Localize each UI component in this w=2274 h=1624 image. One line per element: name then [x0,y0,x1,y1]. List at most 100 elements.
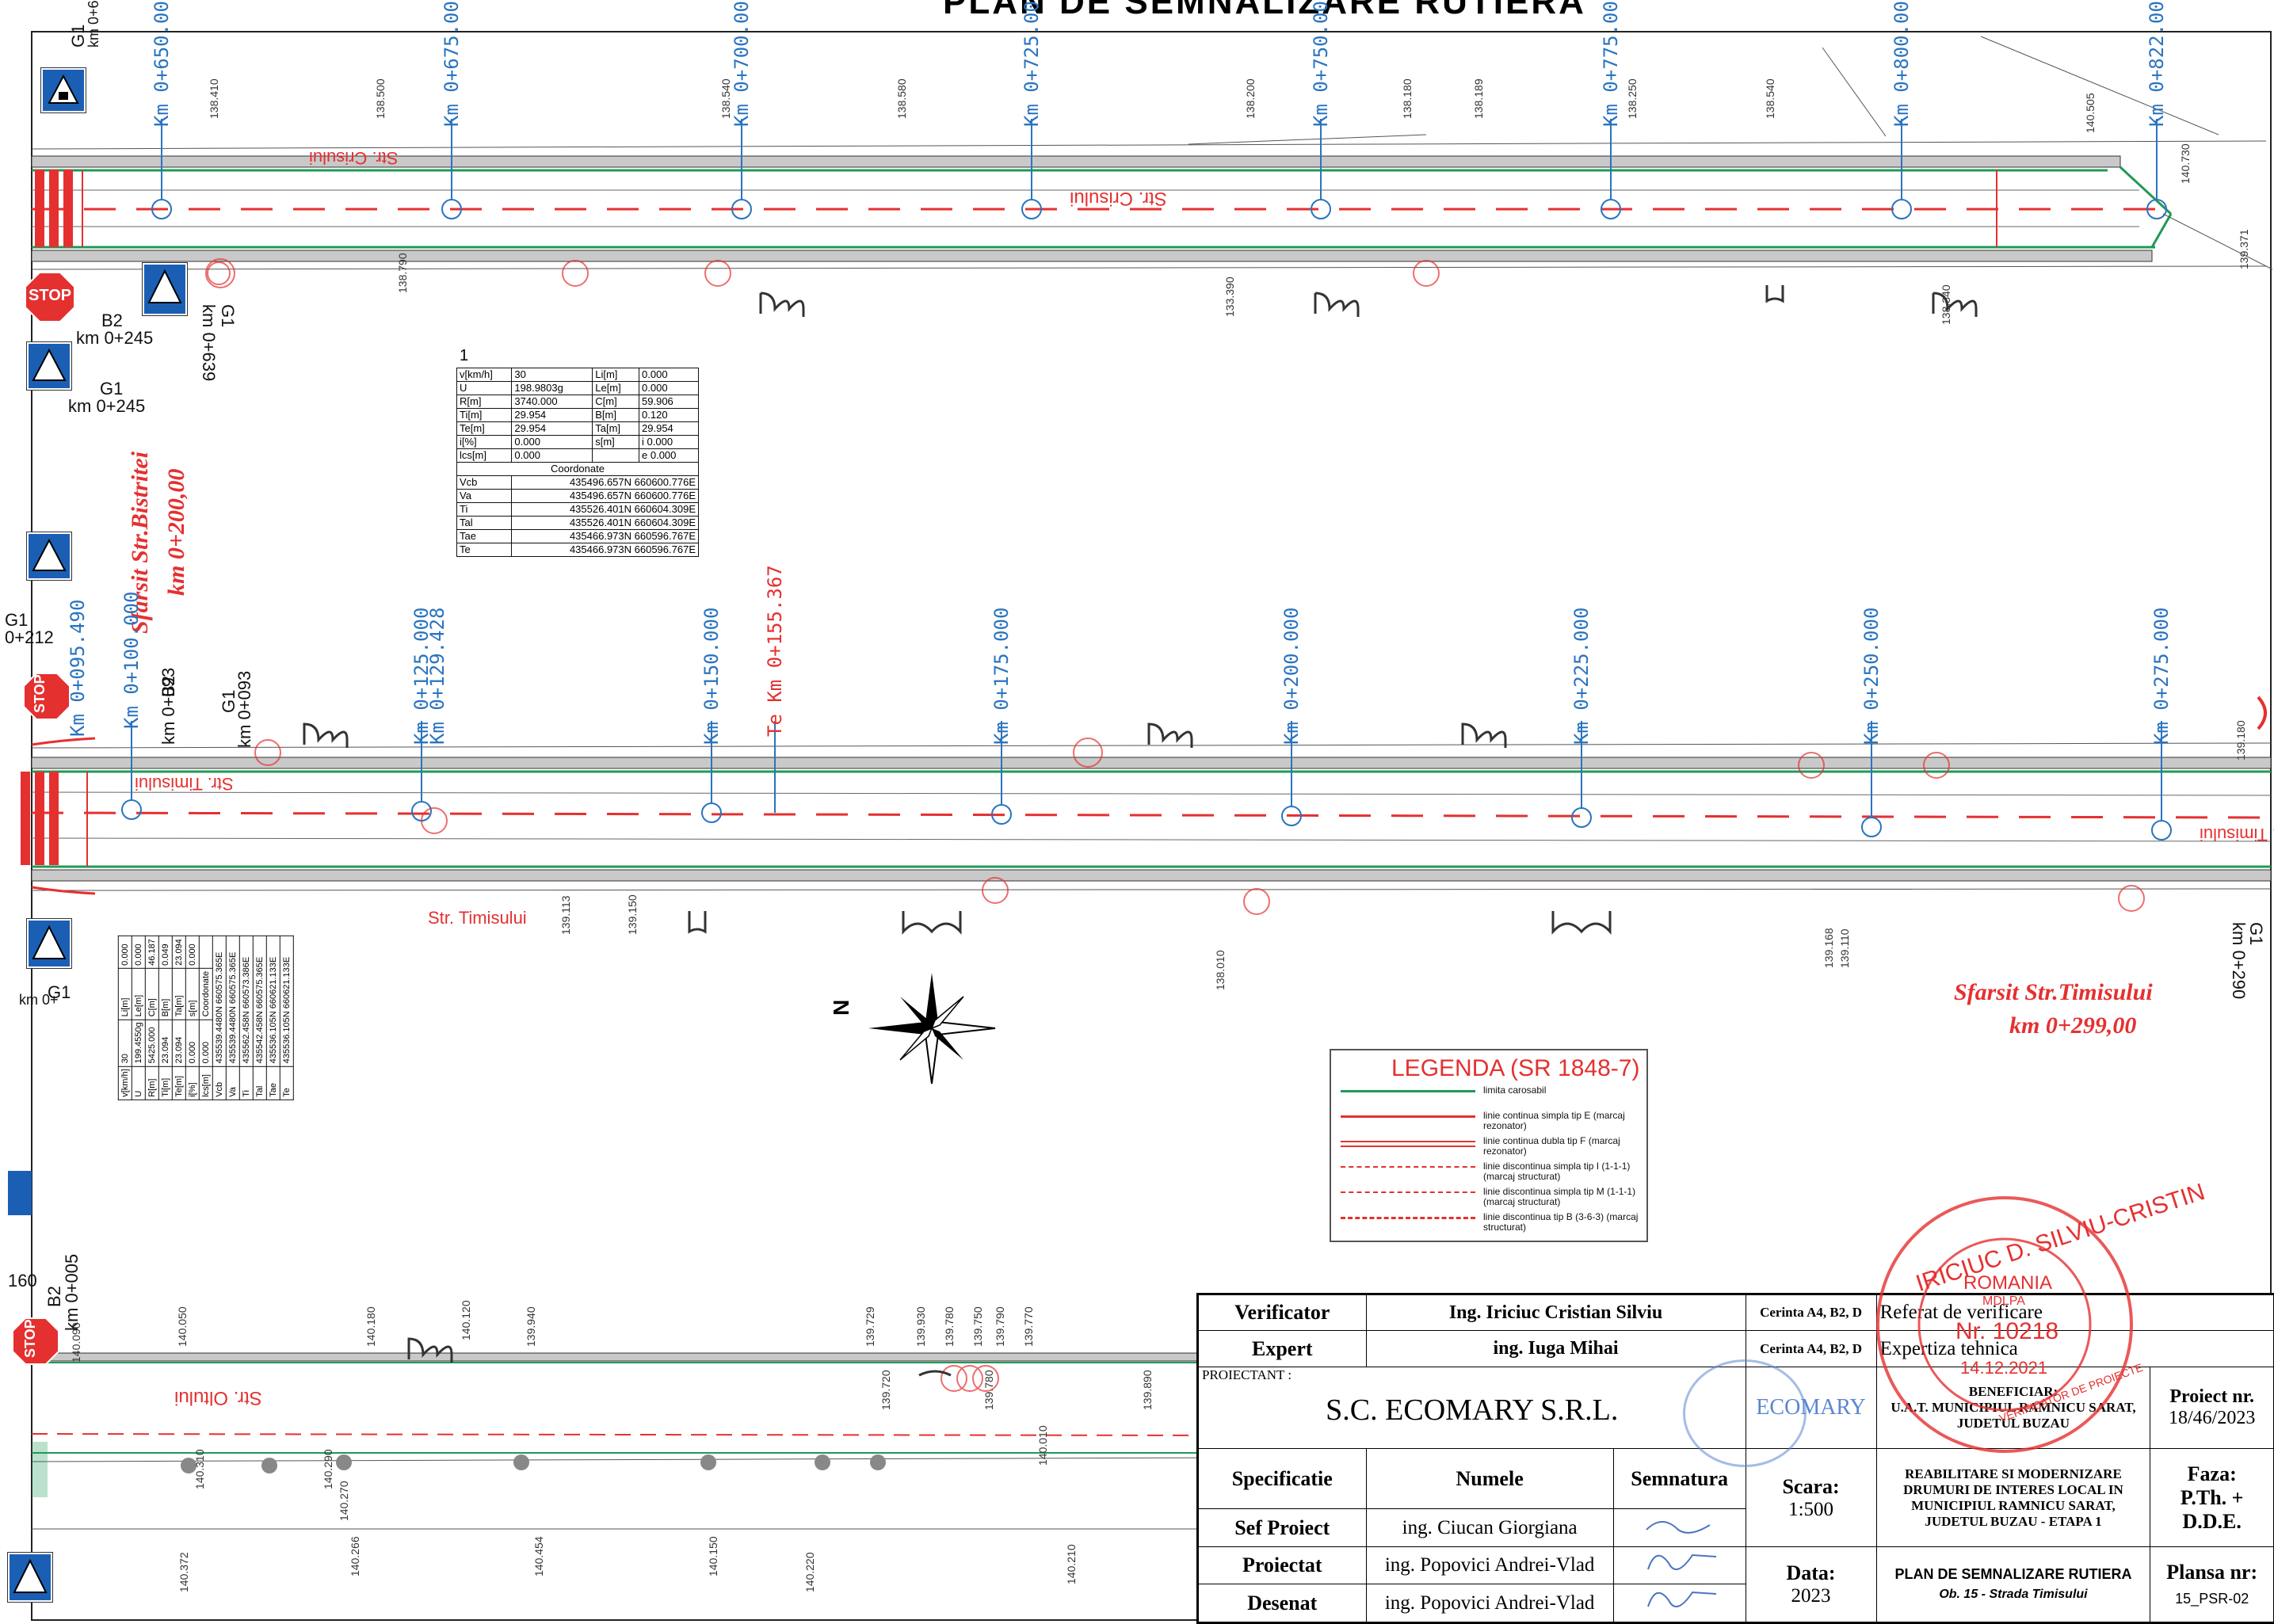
g1-left-km: 0+212 [5,627,54,647]
curve-cell: Ta[m] [592,421,640,436]
station-label: Km 0+700.000 [731,0,753,127]
data-value: 2023 [1791,1584,1831,1607]
coord-header: Coordonate [456,462,699,476]
proiectat-signature [1612,1546,1746,1585]
curve-cell [199,936,213,969]
b2-label: B2 [101,311,123,330]
b2-km: km 0+005 [62,1253,82,1331]
coord-value: 435526.401N 660604.309E [511,516,699,530]
curve-cell: 29.954 [511,408,593,422]
station-label: Km 0+725.000 [1021,0,1043,127]
coord-value: 435496.657N 660600.776E [511,489,699,503]
curve-cell: Li[m] [592,368,640,382]
elevation-label: 139.110 [1838,928,1851,968]
elevation-label: 139.729 [864,1306,876,1347]
curve-cell: C[m] [592,395,640,409]
expert-label: Expert [1198,1330,1367,1367]
b2-km: km 0+093 [158,667,178,745]
legend-label: linie discontinua simpla tip M (1-1-1) (… [1483,1186,1636,1207]
elevation-label: 139.150 [626,894,639,935]
proiectat-label: Proiectat [1198,1546,1367,1585]
elevation-label: 138.580 [895,78,908,119]
curve-cell [592,448,640,463]
elevation-label: 140.266 [349,1536,361,1576]
curve-cell: 23.094 [158,1019,173,1066]
strip1-road [31,36,2273,317]
coord-value: 435466.973N 660596.767E [511,529,699,543]
legend-label: linie discontinua tip B (3-6-3) (marcaj … [1483,1211,1639,1233]
referat-label: Referat de verificare [1875,1294,2274,1332]
end-timisului-label: Sfarsit Str.Timisului [1954,979,2153,1005]
curve-cell: 23.094 [172,1019,186,1066]
curve-cell: 23.094 [172,936,186,969]
coord-key: Ti [456,502,513,517]
elevation-label: 140.220 [803,1552,816,1592]
g1-km: km 0+6 [86,0,101,48]
legend-item: linie continua simpla tip E (marcaj rezo… [1337,1111,1639,1134]
legend-swatch [1341,1191,1475,1193]
curve-cell: R[m] [456,395,513,409]
curve-cell: Te[m] [172,1066,186,1100]
elevation-label: 138.410 [208,78,220,119]
legend-label: linie continua dubla tip F (marcaj rezon… [1483,1135,1620,1157]
curve-number: 1 [460,347,469,364]
end-timisului-km: km 0+299,00 [2009,1012,2137,1039]
coord-value: 435539.4480N 660575.365E [212,936,227,1066]
legend-item: linie discontinua simpla tip M (1-1-1) (… [1337,1187,1639,1210]
scara-value: 1:500 [1788,1498,1834,1520]
b2-km: km 0+245 [76,328,154,348]
elevation-label: 138.189 [1472,78,1485,119]
elevation-label: 139.371 [2238,229,2250,269]
elevation-label: 138.790 [396,253,409,293]
faza-value: P.Th. + D.D.E. [2180,1485,2244,1533]
legend-swatch [1341,1141,1475,1147]
verificator-name: Ing. Iriciuc Cristian Silviu [1365,1294,1746,1332]
coord-key: Vcb [212,1066,227,1100]
pedestrian-sign-icon [7,1552,53,1603]
coord-value: 435496.657N 660600.776E [511,475,699,490]
stop-sign-icon: STOP [22,672,71,721]
curve-cell: Coordonate [199,968,213,1020]
elevation-label: 140.010 [1036,1425,1049,1466]
curve-cell: Te[m] [456,421,513,436]
coord-value: 435536.105N 660621.133E [266,936,280,1066]
coord-key: Tae [456,529,513,543]
street-name-timisului: Str. Timisului [428,908,527,928]
curve-cell: U [456,381,513,395]
sef-proiect-signature [1612,1508,1746,1547]
faza-label: Faza: [2187,1462,2237,1485]
g1-left: G1 [5,610,29,630]
elevation-label: 140.505 [2084,93,2097,133]
elevation-label: 138.010 [1214,950,1227,990]
elevation-label: 140.090 [70,1322,82,1363]
station-label: Km 0+150.000 [700,607,723,745]
elevation-label: 139.113 [559,895,572,935]
legend-item: linie discontinua tip B (3-6-3) (marcaj … [1337,1212,1639,1236]
curve-cell: lcs[m] [456,448,513,463]
curve-cell: 0.000 [511,435,593,449]
curve-cell: 29.954 [639,421,699,436]
curve-cell: 30 [118,1019,132,1066]
curve-cell: i 0.000 [639,435,699,449]
elevation-label: 138.180 [1401,78,1414,119]
coord-value: 435539.4480N 660575.365E [226,936,240,1066]
proiectat-name: ing. Popovici Andrei-Vlad [1365,1546,1614,1585]
legend-swatch [1341,1115,1475,1118]
sef-proiect-label: Sef Proiect [1198,1508,1367,1547]
station-label: Km 0+225.000 [1570,607,1593,745]
verificator-label: Verificator [1198,1294,1367,1332]
coord-key: Te [280,1066,294,1100]
elevation-label: 140.050 [176,1306,189,1347]
elevation-label: 140.270 [338,1481,350,1521]
coord-key: Va [226,1066,240,1100]
g1-label: G1 [100,379,124,398]
curve-cell: s[m] [185,968,200,1020]
elevation-label: 140.150 [707,1536,719,1576]
curve-cell: Le[m] [592,381,640,395]
station-label: Km 0+200.000 [1280,607,1303,745]
